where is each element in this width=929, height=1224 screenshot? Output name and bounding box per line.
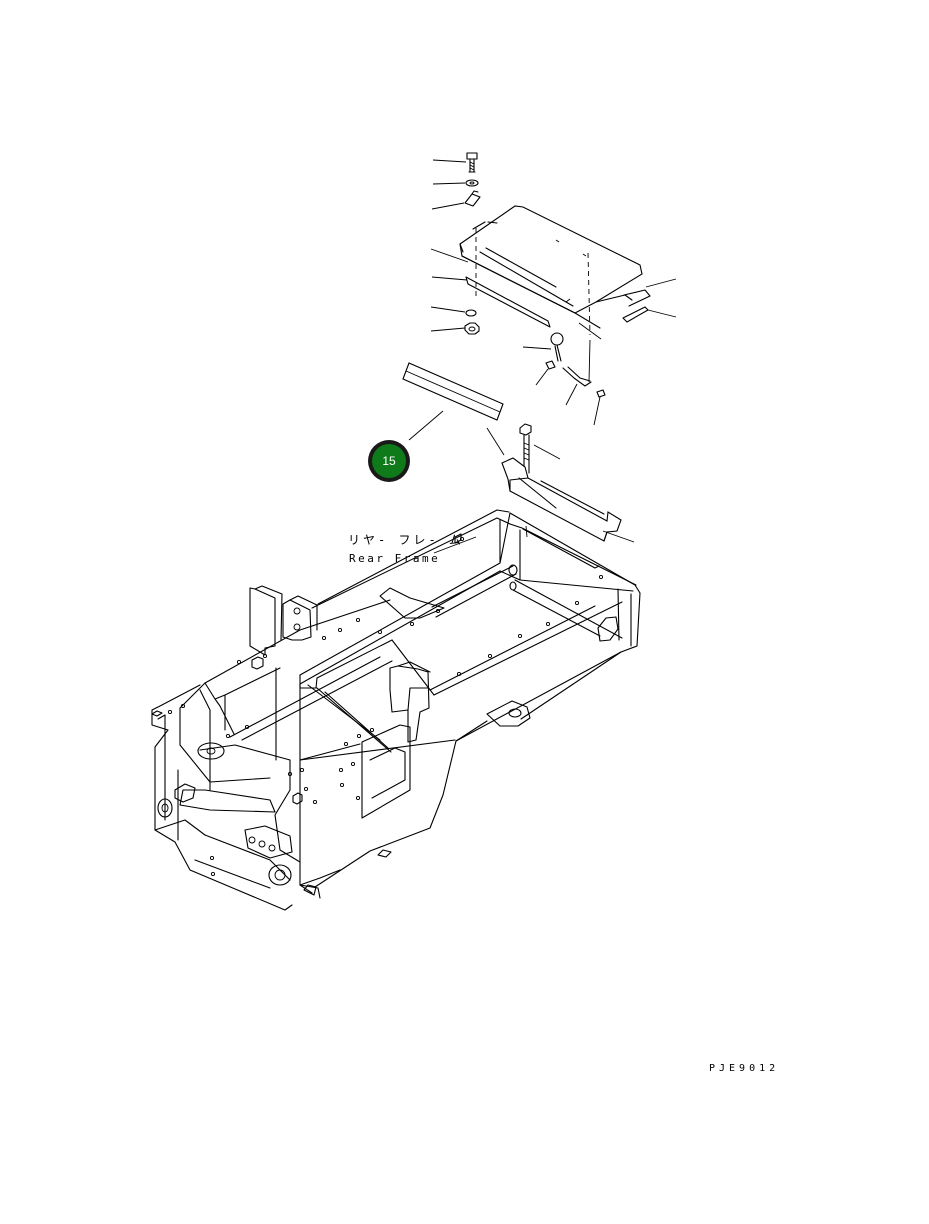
floor-mat — [402, 362, 505, 456]
frame-holes — [167, 536, 604, 877]
switch-assembly — [522, 332, 606, 426]
label-leader-line — [433, 536, 477, 554]
leader-lines-left — [430, 159, 469, 332]
rear-frame — [151, 509, 641, 911]
bracket-assembly — [501, 423, 635, 543]
cover-plate — [459, 205, 651, 336]
drawing-code: PJE9012 — [709, 1063, 780, 1074]
callout-number: 15 — [372, 444, 406, 478]
leader-lines-right — [578, 278, 677, 340]
rear-frame-label-japanese: リヤ- フレ- ム — [348, 533, 464, 547]
callout-badge[interactable]: 15 — [368, 440, 410, 482]
bolt-stack — [464, 152, 481, 335]
rear-frame-label-english: Rear Frame — [349, 552, 441, 565]
